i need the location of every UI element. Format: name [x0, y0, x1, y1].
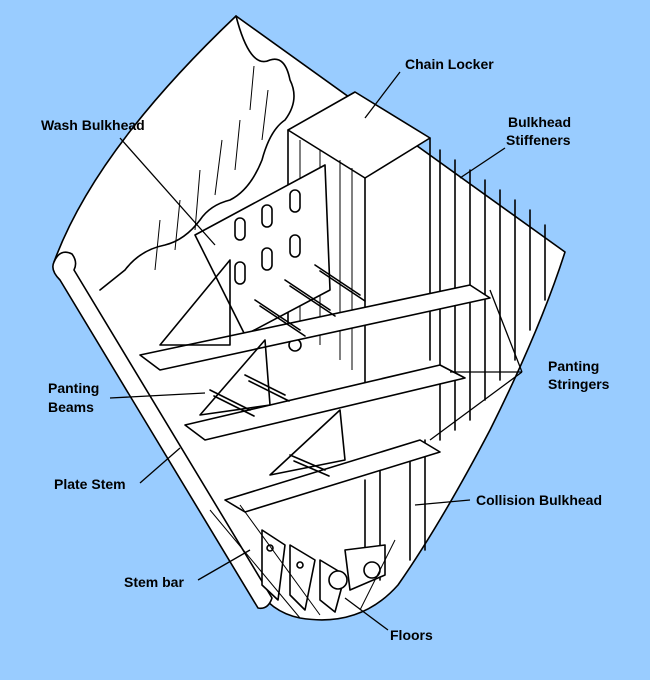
panting-beams — [209, 264, 366, 477]
label-bulkhead-line1: Bulkhead — [508, 114, 571, 130]
panting-stringer-upper — [139, 284, 491, 371]
inner-shell-edge — [99, 15, 295, 291]
label-stem-bar: Stem bar — [124, 574, 184, 590]
label-floors: Floors — [390, 627, 433, 643]
floors — [261, 529, 386, 613]
label-wash-bulkhead: Wash Bulkhead — [41, 117, 145, 133]
label-panting-stringers-line2: Stringers — [548, 376, 610, 392]
label-panting-beams-line2: Beams — [48, 399, 94, 415]
leader-lines — [109, 71, 523, 631]
label-panting-beams-line1: Panting — [48, 380, 99, 396]
label-chain-locker: Chain Locker — [405, 56, 494, 72]
hull-shell — [53, 15, 566, 621]
label-panting-stringers-line1: Panting — [548, 358, 599, 374]
panting-stringer-middle — [184, 364, 466, 441]
label-collision-bulkhead: Collision Bulkhead — [476, 492, 602, 508]
label-stiffeners-line2: Stiffeners — [506, 132, 571, 148]
label-plate-stem: Plate Stem — [54, 476, 126, 492]
lightening-holes — [234, 189, 302, 352]
panting-stringer-lower — [224, 439, 441, 513]
